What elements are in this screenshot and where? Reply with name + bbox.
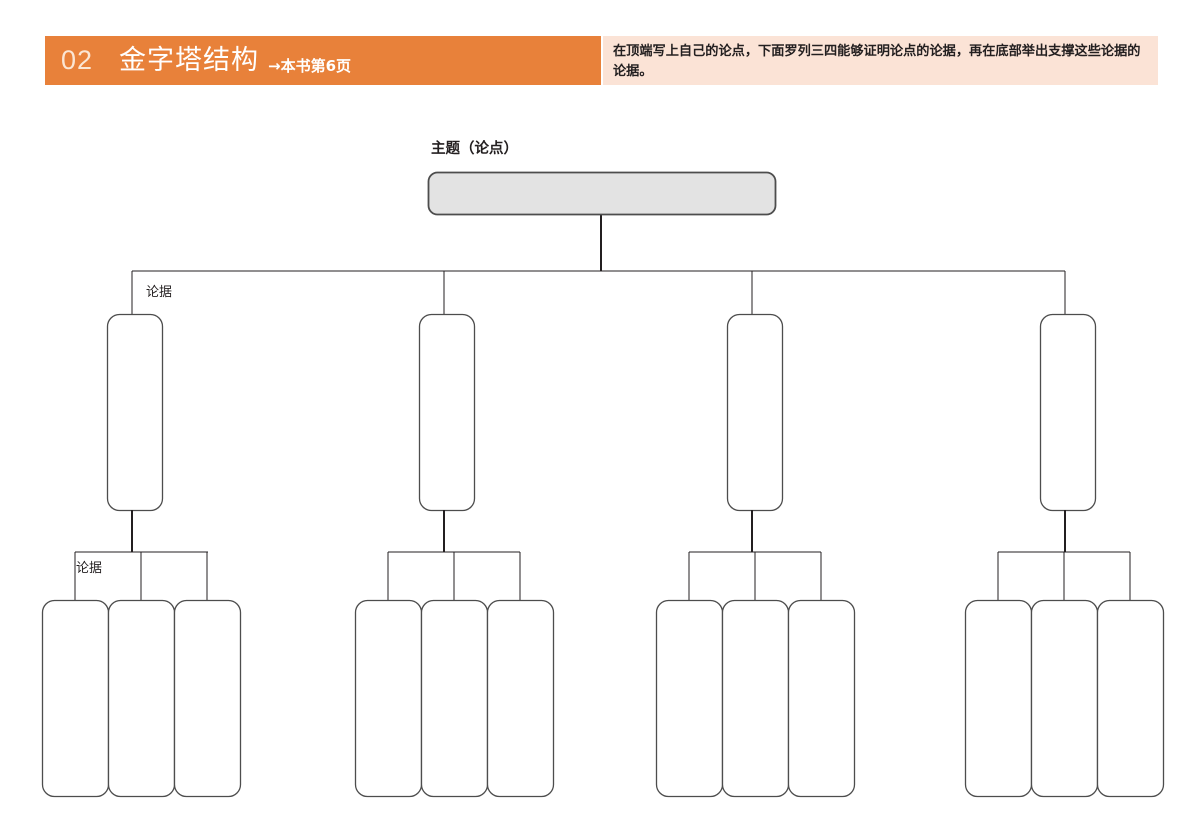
level3-node-1-2[interactable] <box>107 599 176 798</box>
level2-node-label: 论据 <box>146 285 173 300</box>
level3-node-4-3[interactable] <box>1096 599 1165 798</box>
level3-node-4-2[interactable] <box>1030 599 1099 798</box>
level3-node-3-2[interactable] <box>721 599 790 798</box>
level2-node-4[interactable] <box>1039 313 1097 512</box>
level3-node-label: 论据 <box>76 561 103 576</box>
level2-node-3[interactable] <box>726 313 784 512</box>
chapter-number: 02 <box>61 45 94 75</box>
page-reference: →本书第6页 <box>268 57 352 75</box>
header-description-note: 在顶端写上自己的论点，下面罗列三四能够证明论点的论据，再在底部举出支撑这些论据的… <box>603 36 1158 85</box>
level2-node-2[interactable] <box>418 313 476 512</box>
level2-node-1[interactable] <box>106 313 164 512</box>
page-title: 金字塔结构 <box>119 45 260 76</box>
level3-node-1-3[interactable] <box>173 599 242 798</box>
level3-node-2-3[interactable] <box>486 599 555 798</box>
level3-node-1-1[interactable] <box>41 599 110 798</box>
level3-node-2-1[interactable] <box>354 599 423 798</box>
level3-node-3-1[interactable] <box>655 599 724 798</box>
root-node-label: 主题（论点） <box>431 141 518 157</box>
level3-node-4-1[interactable] <box>964 599 1033 798</box>
level3-node-3-3[interactable] <box>787 599 856 798</box>
root-node[interactable] <box>427 171 777 216</box>
chapter-header-band: 02 金字塔结构 →本书第6页 <box>45 36 601 85</box>
level3-node-2-2[interactable] <box>420 599 489 798</box>
